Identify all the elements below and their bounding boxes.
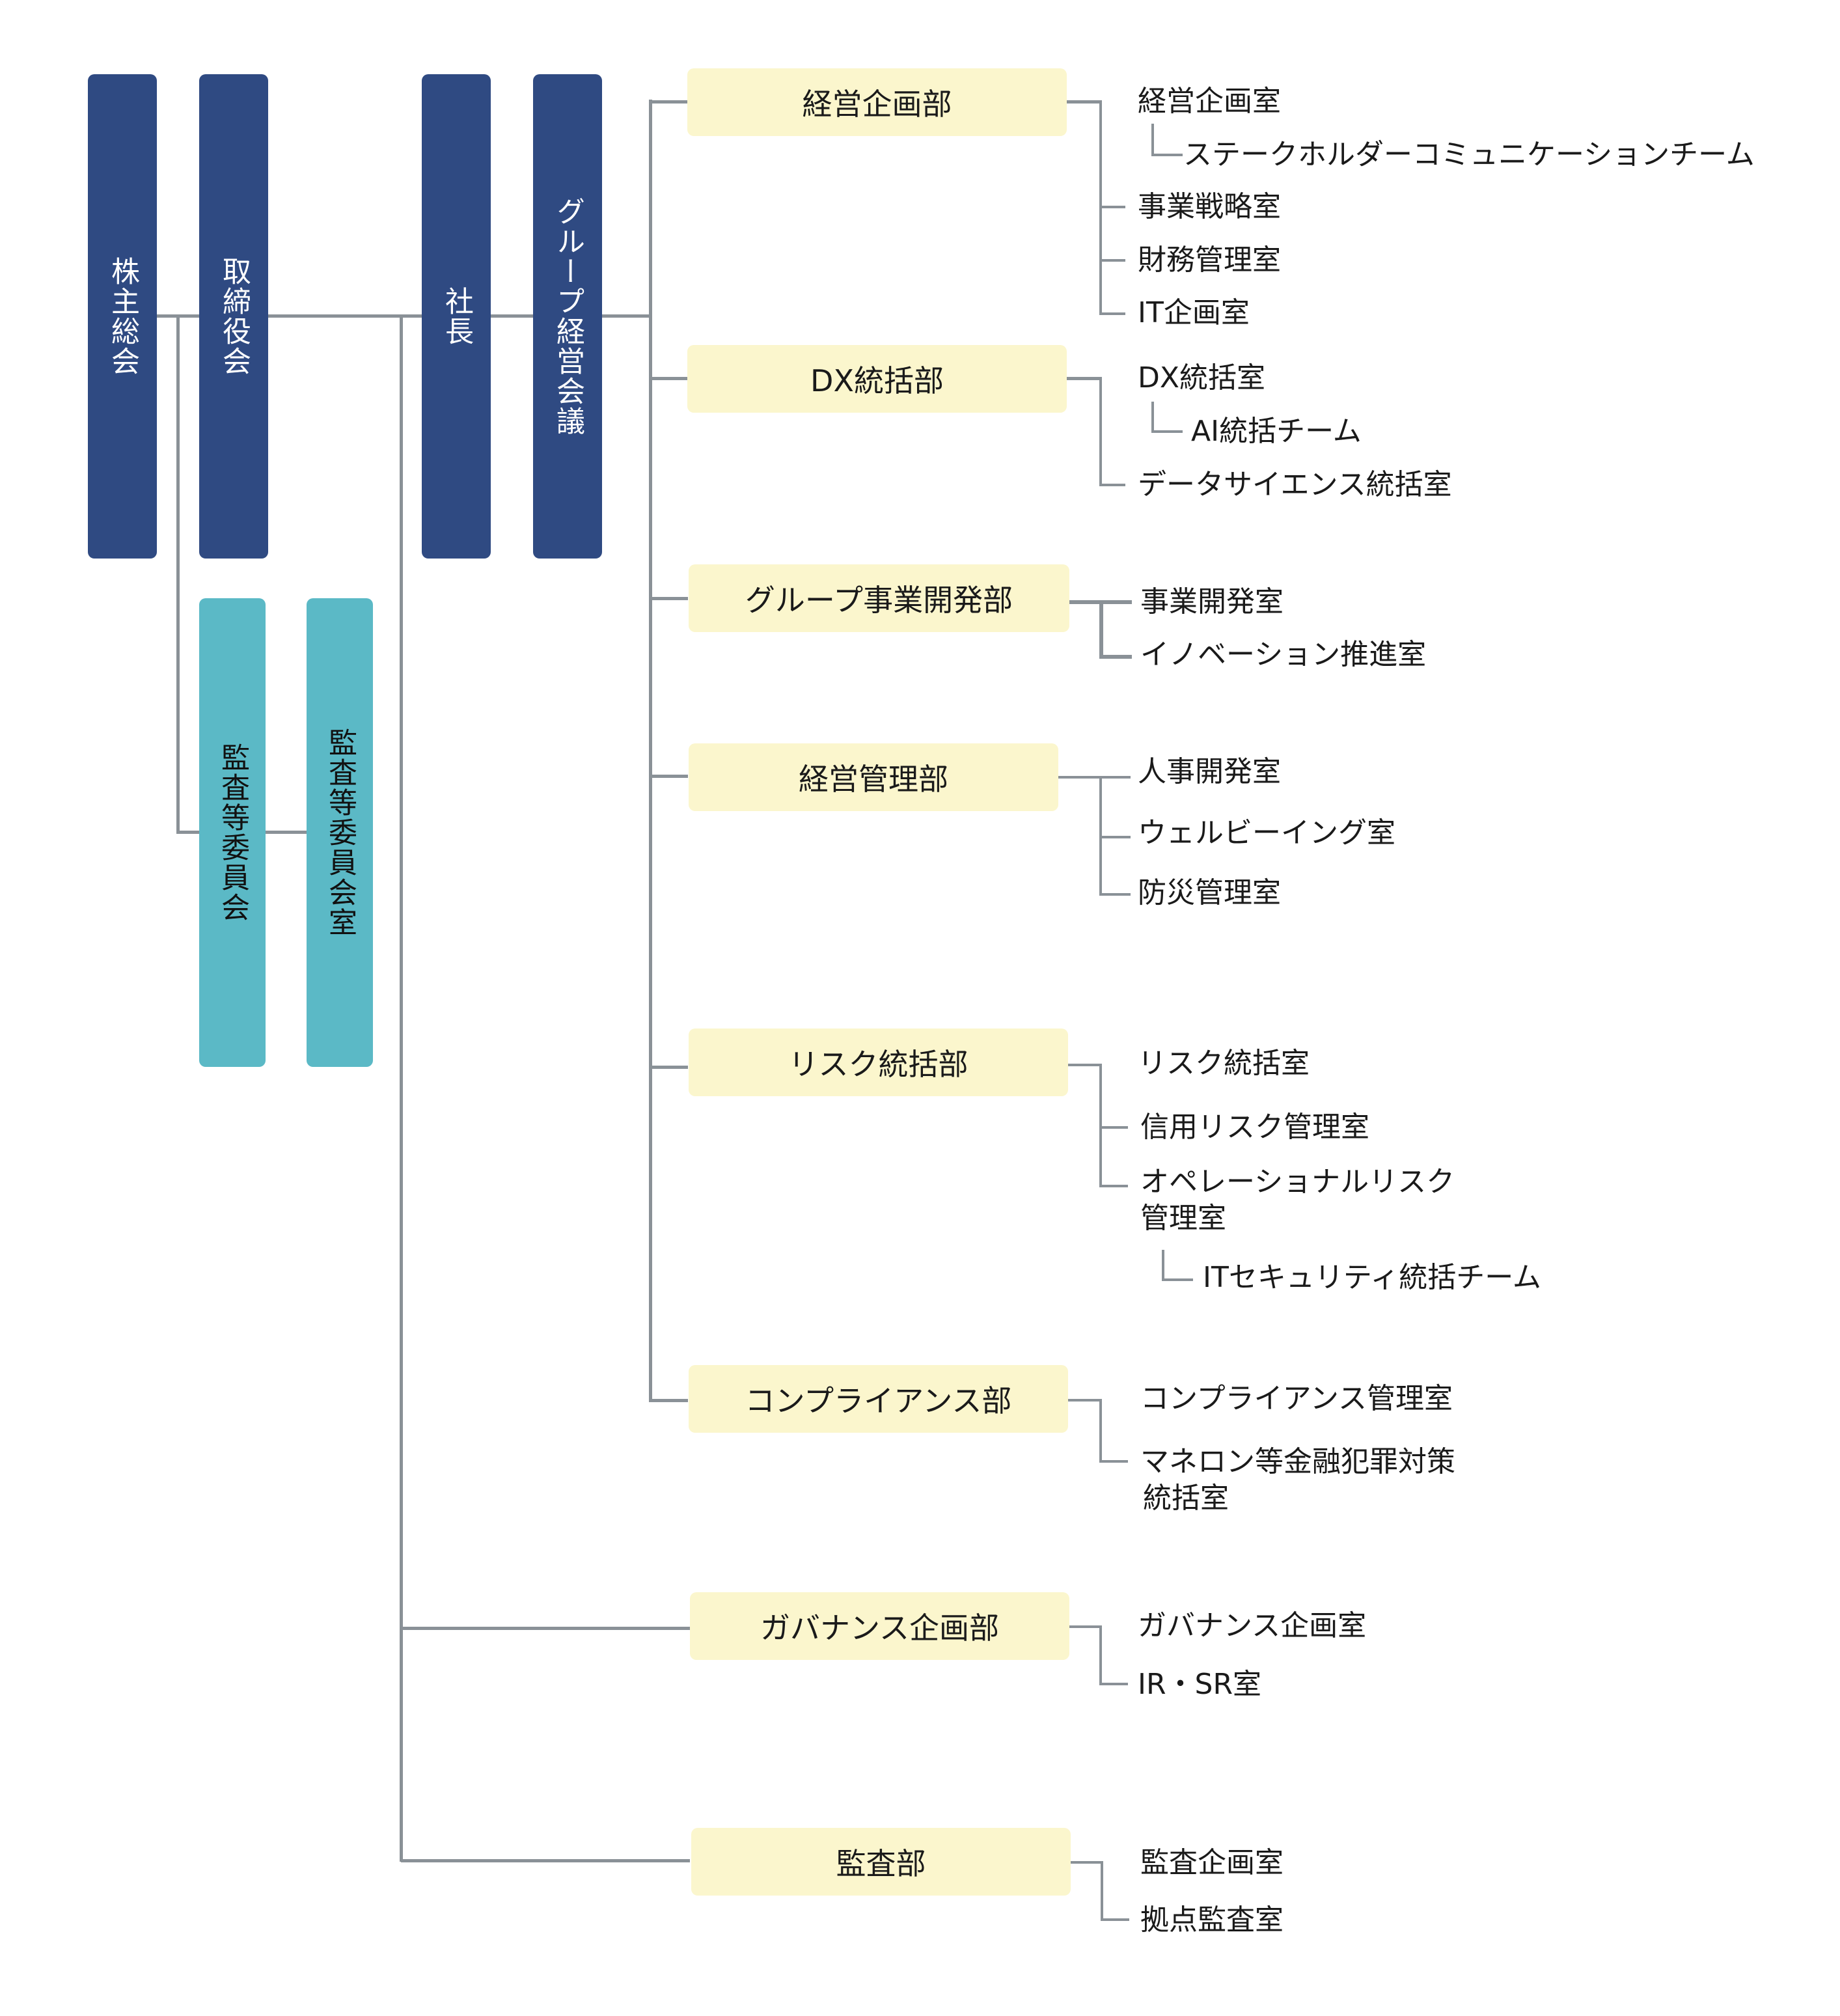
shareholders-meeting-label: 株主総会	[106, 256, 139, 376]
dept1-tick	[1099, 312, 1125, 315]
dept-box-compliance[interactable]: コンプライアンス部	[689, 1365, 1068, 1433]
dept-label: DX統括部	[810, 363, 944, 398]
unit-label: 財務管理室	[1138, 243, 1281, 277]
unit-label: 拠点監査室	[1140, 1903, 1284, 1937]
dept4-stub	[1058, 776, 1131, 779]
president-trunk-line	[400, 316, 403, 1862]
dept-label: グループ事業開発部	[745, 583, 1013, 618]
team-label: ステークホルダーコミュニケーションチーム	[1183, 138, 1755, 171]
unit-label: 監査企画室	[1140, 1846, 1284, 1879]
dept5-tick	[1099, 1126, 1128, 1129]
connector-dept-2	[649, 377, 688, 380]
unit-label-cont: 統括室	[1143, 1482, 1229, 1515]
dept7-stub	[1069, 1625, 1102, 1628]
unit-label: DX統括室	[1138, 361, 1266, 394]
audit-committee-office-label: 監査等委員会室	[323, 728, 357, 937]
dept4-tick	[1099, 893, 1131, 896]
connector-dept-3	[649, 597, 688, 600]
unit-label: データサイエンス統括室	[1138, 468, 1452, 501]
unit-label: コンプライアンス管理室	[1140, 1382, 1453, 1415]
unit-label: マネロン等金融犯罪対策	[1140, 1445, 1455, 1478]
president-label: 社長	[440, 286, 473, 346]
dept-box-risk[interactable]: リスク統括部	[689, 1029, 1068, 1096]
unit-label: 信用リスク管理室	[1140, 1111, 1369, 1144]
unit-label: IT企画室	[1138, 296, 1250, 329]
audit-committee-office-box[interactable]: 監査等委員会室	[307, 598, 373, 1067]
audit-committee-label: 監査等委員会	[216, 743, 249, 922]
dept6-tick	[1099, 1460, 1128, 1463]
shareholders-meeting-box[interactable]: 株主総会	[88, 74, 157, 559]
unit-label: リスク統括室	[1138, 1047, 1310, 1080]
dept-label: 経営管理部	[799, 762, 948, 797]
unit-label-cont: 管理室	[1140, 1202, 1226, 1235]
dept4-tick	[1099, 836, 1131, 838]
dept2-tick	[1099, 484, 1125, 486]
connector-dept-6	[649, 1399, 688, 1402]
dept1-stub	[1067, 100, 1102, 104]
group-council-label: グループ経営会議	[551, 197, 584, 436]
subteam-connector	[1151, 402, 1183, 433]
dept5-tick	[1099, 1185, 1128, 1187]
dept5-stub	[1068, 1064, 1102, 1066]
unit-label: 事業戦略室	[1138, 190, 1281, 223]
dept6-stub	[1068, 1399, 1102, 1402]
board-of-directors-box[interactable]: 取締役会	[199, 74, 268, 559]
unit-label: イノベーション推進室	[1140, 638, 1427, 671]
dept2-spine	[1099, 377, 1102, 486]
team-label: ITセキュリティ統括チーム	[1203, 1261, 1541, 1294]
unit-label: 事業開発室	[1140, 585, 1284, 618]
dept8-stub	[1071, 1861, 1103, 1864]
connector-dept-8	[401, 1859, 690, 1862]
main-horizontal-line	[157, 314, 650, 318]
dept1-tick	[1099, 259, 1125, 262]
subteam-connector	[1162, 1250, 1193, 1281]
board-of-directors-label: 取締役会	[217, 256, 251, 376]
dept7-tick	[1099, 1683, 1128, 1685]
connector-dept-5	[649, 1066, 688, 1069]
dept-label: コンプライアンス部	[745, 1383, 1012, 1418]
dept-box-management[interactable]: 経営管理部	[689, 743, 1058, 811]
connector-dept-4	[649, 775, 688, 778]
dept-label: ガバナンス企画部	[760, 1610, 1000, 1646]
dept2-stub	[1067, 377, 1102, 380]
dept-box-governance[interactable]: ガバナンス企画部	[690, 1592, 1069, 1660]
unit-label: IR・SR室	[1138, 1668, 1262, 1701]
unit-label: ウェルビーイング室	[1138, 816, 1395, 849]
unit-label: 経営企画室	[1138, 85, 1281, 118]
group-council-box[interactable]: グループ経営会議	[533, 74, 602, 559]
president-box[interactable]: 社長	[422, 74, 491, 559]
dept-label: 監査部	[836, 1846, 926, 1881]
dept3-spine	[1099, 600, 1103, 659]
dept8-tick	[1101, 1918, 1129, 1921]
dept-label: リスク統括部	[788, 1047, 968, 1082]
unit-label: オペレーショナルリスク	[1140, 1165, 1455, 1198]
dept-box-audit[interactable]: 監査部	[691, 1828, 1071, 1896]
connector-dept-7	[401, 1627, 690, 1630]
dept3-tick	[1099, 655, 1132, 659]
unit-label: ガバナンス企画室	[1138, 1609, 1367, 1642]
dept-box-corporate-planning[interactable]: 経営企画部	[687, 68, 1067, 136]
dept5-spine	[1099, 1064, 1102, 1187]
unit-label: 防災管理室	[1138, 876, 1281, 909]
dept-box-group-business-dev[interactable]: グループ事業開発部	[689, 564, 1069, 632]
team-label: AI統括チーム	[1191, 415, 1362, 448]
council-trunk-line	[649, 100, 652, 1402]
dept1-tick	[1099, 206, 1125, 208]
connector-dept-1	[649, 100, 688, 104]
subteam-connector	[1151, 124, 1183, 156]
dept6-spine	[1099, 1399, 1102, 1463]
dept7-spine	[1099, 1625, 1102, 1685]
dept-box-dx[interactable]: DX統括部	[687, 345, 1067, 413]
unit-label: 人事開発室	[1138, 755, 1281, 788]
audit-branch-vertical	[176, 316, 180, 833]
dept-label: 経営企画部	[802, 87, 952, 122]
audit-committee-box[interactable]: 監査等委員会	[199, 598, 266, 1067]
dept8-spine	[1101, 1861, 1103, 1921]
